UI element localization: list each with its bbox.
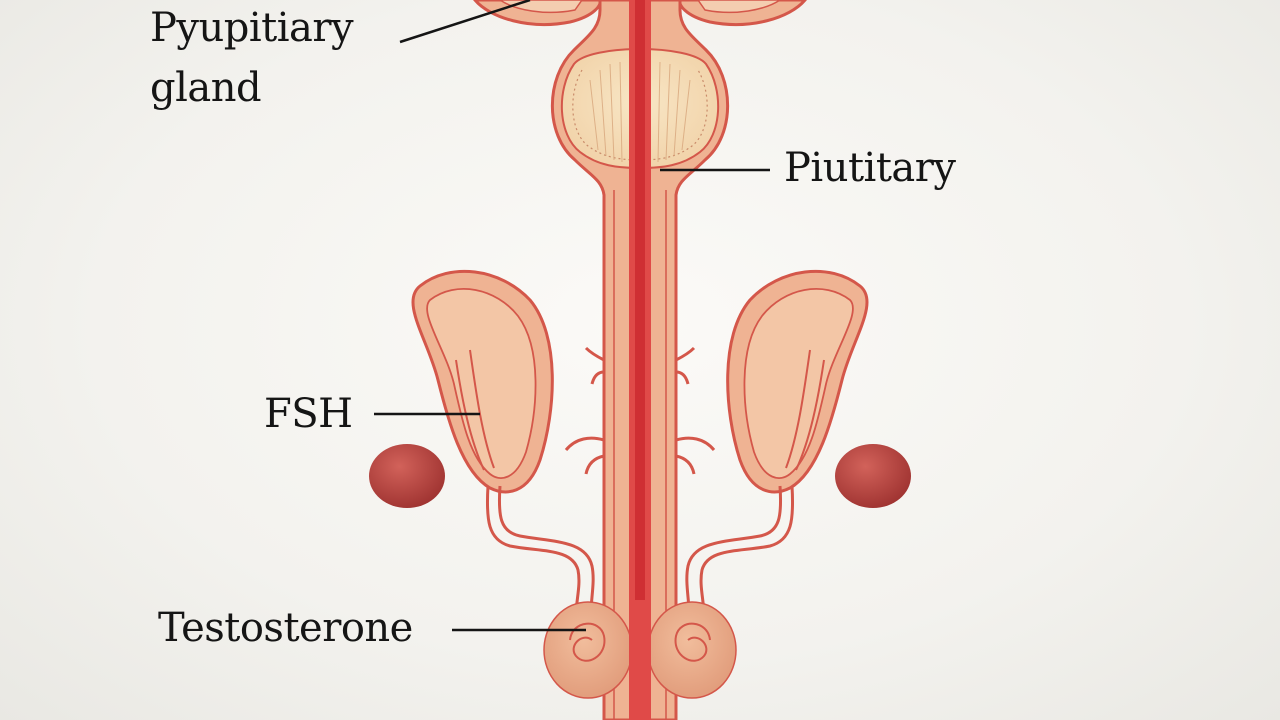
right-testis (647, 601, 737, 699)
label-pituitary-gland-line1: Pyupitiary (150, 5, 354, 51)
leader-lines (374, 0, 770, 632)
central-artery (629, 0, 651, 720)
top-right-lobe (678, 0, 807, 26)
left-testis (543, 601, 633, 699)
label-pituitary-gland-line2: gland (150, 65, 262, 111)
label-pituitary: Piutitary (784, 145, 956, 191)
right-kidney (835, 444, 911, 508)
label-pituitary-gland: Pyupitiary gland (150, 5, 354, 111)
vessel-branches (564, 346, 716, 475)
left-vesicle (411, 269, 554, 494)
leader-pituitary-gland (399, 0, 531, 44)
label-testosterone: Testosterone (158, 605, 413, 651)
right-vesicle (726, 269, 869, 494)
artery-lower (629, 600, 651, 720)
ducts (485, 485, 795, 631)
label-fsh: FSH (264, 391, 353, 437)
left-kidney (369, 444, 445, 508)
